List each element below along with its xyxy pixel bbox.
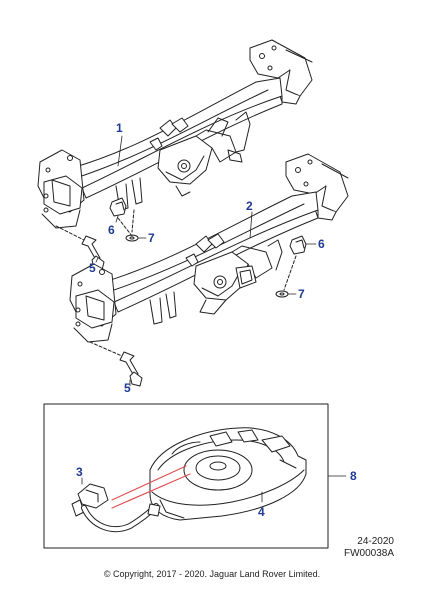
callout-8: 8 — [350, 469, 357, 483]
wiring-harness — [71, 483, 161, 533]
storage-tray — [149, 427, 307, 521]
callout-6-upper: 6 — [108, 223, 115, 237]
bolt-lower — [119, 351, 143, 387]
callout-1: 1 — [116, 121, 123, 135]
callout-5-lower: 5 — [124, 381, 131, 395]
callout-3: 3 — [76, 465, 83, 479]
leader-lines — [81, 135, 347, 503]
callout-2: 2 — [246, 199, 253, 213]
date-code: 24-2020 — [357, 536, 394, 547]
tow-bar-upper — [37, 39, 313, 229]
copyright-notice: © Copyright, 2017 - 2020. Jaguar Land Ro… — [103, 569, 321, 579]
tow-bar-lower — [69, 153, 349, 343]
callout-4: 4 — [258, 505, 265, 519]
nut-upper — [109, 197, 127, 217]
washer-upper — [125, 234, 139, 242]
callout-7-lower: 7 — [298, 287, 305, 301]
callout-5-upper: 5 — [89, 261, 96, 275]
callout-labels: 1 2 3 4 5 5 6 6 7 7 8 — [76, 121, 357, 519]
washer-lower — [275, 290, 289, 298]
figure-id: FW00038A — [343, 548, 394, 559]
callout-7-upper: 7 — [148, 231, 155, 245]
callout-6-lower: 6 — [318, 237, 325, 251]
highlight-lines — [111, 465, 191, 509]
nut-lower — [289, 235, 307, 255]
